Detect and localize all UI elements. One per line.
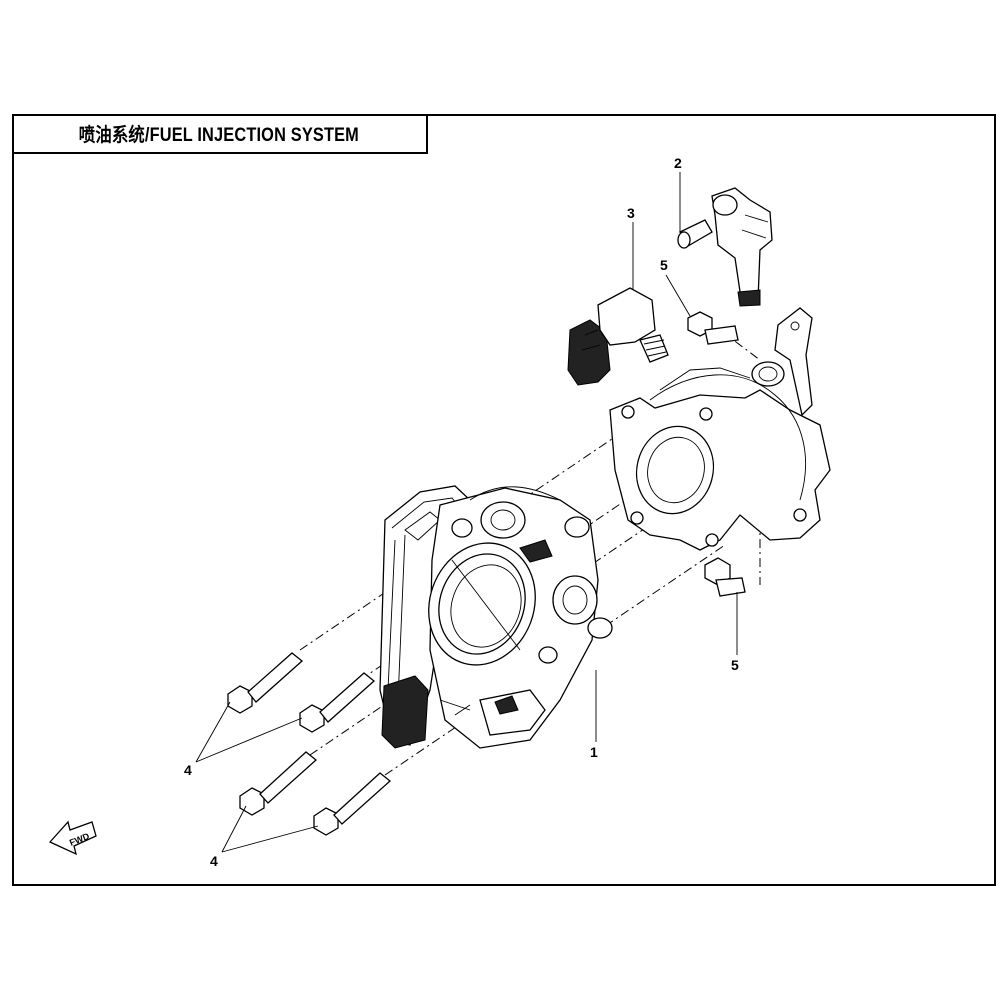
diagram-frame [12, 114, 996, 886]
callout-1: 1 [590, 744, 598, 760]
throttle-body [379, 485, 613, 749]
flange-bolt-upper [687, 311, 739, 345]
fuel-injector [677, 187, 773, 307]
leader-lines [195, 172, 738, 853]
fwd-arrow-icon: FWD [48, 820, 97, 856]
long-bolt-2 [299, 672, 376, 733]
callout-4-lower: 4 [210, 853, 218, 869]
callout-3: 3 [627, 205, 635, 221]
page-title: 喷油系统/FUEL INJECTION SYSTEM [78, 124, 360, 146]
intake-manifold [609, 307, 831, 551]
callout-2: 2 [674, 155, 682, 171]
flange-bolt-lower [704, 557, 746, 597]
long-bolt-3 [239, 751, 318, 816]
callout-5-lower: 5 [731, 657, 739, 673]
callout-4-upper: 4 [184, 762, 192, 778]
callout-5-upper: 5 [660, 257, 668, 273]
title-box: 喷油系统/FUEL INJECTION SYSTEM [12, 114, 428, 154]
long-bolt-1 [227, 652, 304, 714]
long-bolt-4 [313, 772, 392, 836]
map-sensor [567, 287, 669, 386]
